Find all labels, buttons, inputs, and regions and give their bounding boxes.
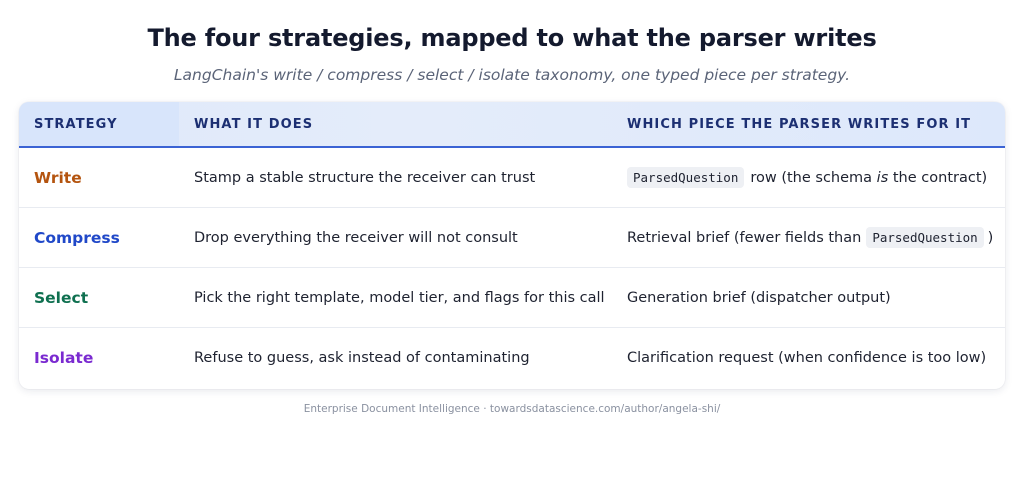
- code-token: ParsedQuestion: [866, 227, 984, 248]
- code-token: ParsedQuestion: [627, 167, 745, 188]
- strategy-name: Compress: [34, 228, 120, 247]
- parser-piece-text-end: ): [987, 229, 994, 246]
- strategy-description: Pick the right template, model tier, and…: [194, 289, 605, 306]
- parser-piece: Generation brief (dispatcher output): [627, 289, 891, 306]
- table-row-write: Write Stamp a stable structure the recei…: [19, 148, 1005, 208]
- parser-piece-text: row (the schema: [750, 169, 877, 186]
- strategy-name: Write: [34, 168, 82, 187]
- strategy-description: Refuse to guess, ask instead of contamin…: [194, 350, 530, 366]
- parser-piece: ParsedQuestion row (the schema is the co…: [612, 148, 1005, 207]
- strategy-description: Drop everything the receiver will not co…: [194, 229, 518, 246]
- page-title: The four strategies, mapped to what the …: [147, 24, 877, 52]
- parser-piece: Clarification request (when confidence i…: [627, 350, 987, 366]
- table-row-isolate: Isolate Refuse to guess, ask instead of …: [19, 328, 1005, 388]
- strategy-table: STRATEGY WHAT IT DOES WHICH PIECE THE PA…: [19, 102, 1005, 389]
- strategy-description: Stamp a stable structure the receiver ca…: [194, 169, 536, 186]
- table-row-select: Select Pick the right template, model ti…: [19, 268, 1005, 328]
- parser-piece-text-end: the contract): [888, 169, 988, 186]
- column-header-what-it-does: WHAT IT DOES: [194, 116, 314, 132]
- column-header-strategy: STRATEGY: [19, 102, 179, 146]
- parser-piece: Retrieval brief (fewer fields than Parse…: [612, 208, 1005, 267]
- parser-piece-text: Retrieval brief (fewer fields than: [627, 229, 862, 246]
- page-subtitle: LangChain's write / compress / select / …: [173, 66, 851, 84]
- footer-credit: Enterprise Document Intelligence · towar…: [303, 403, 721, 415]
- strategy-name: Select: [34, 288, 89, 307]
- table-header: STRATEGY WHAT IT DOES WHICH PIECE THE PA…: [19, 102, 1005, 148]
- column-header-parser-piece: WHICH PIECE THE PARSER WRITES FOR IT: [627, 116, 972, 132]
- parser-piece-emphasis: is: [876, 169, 889, 186]
- table-row-compress: Compress Drop everything the receiver wi…: [19, 208, 1005, 268]
- strategy-name: Isolate: [34, 349, 94, 367]
